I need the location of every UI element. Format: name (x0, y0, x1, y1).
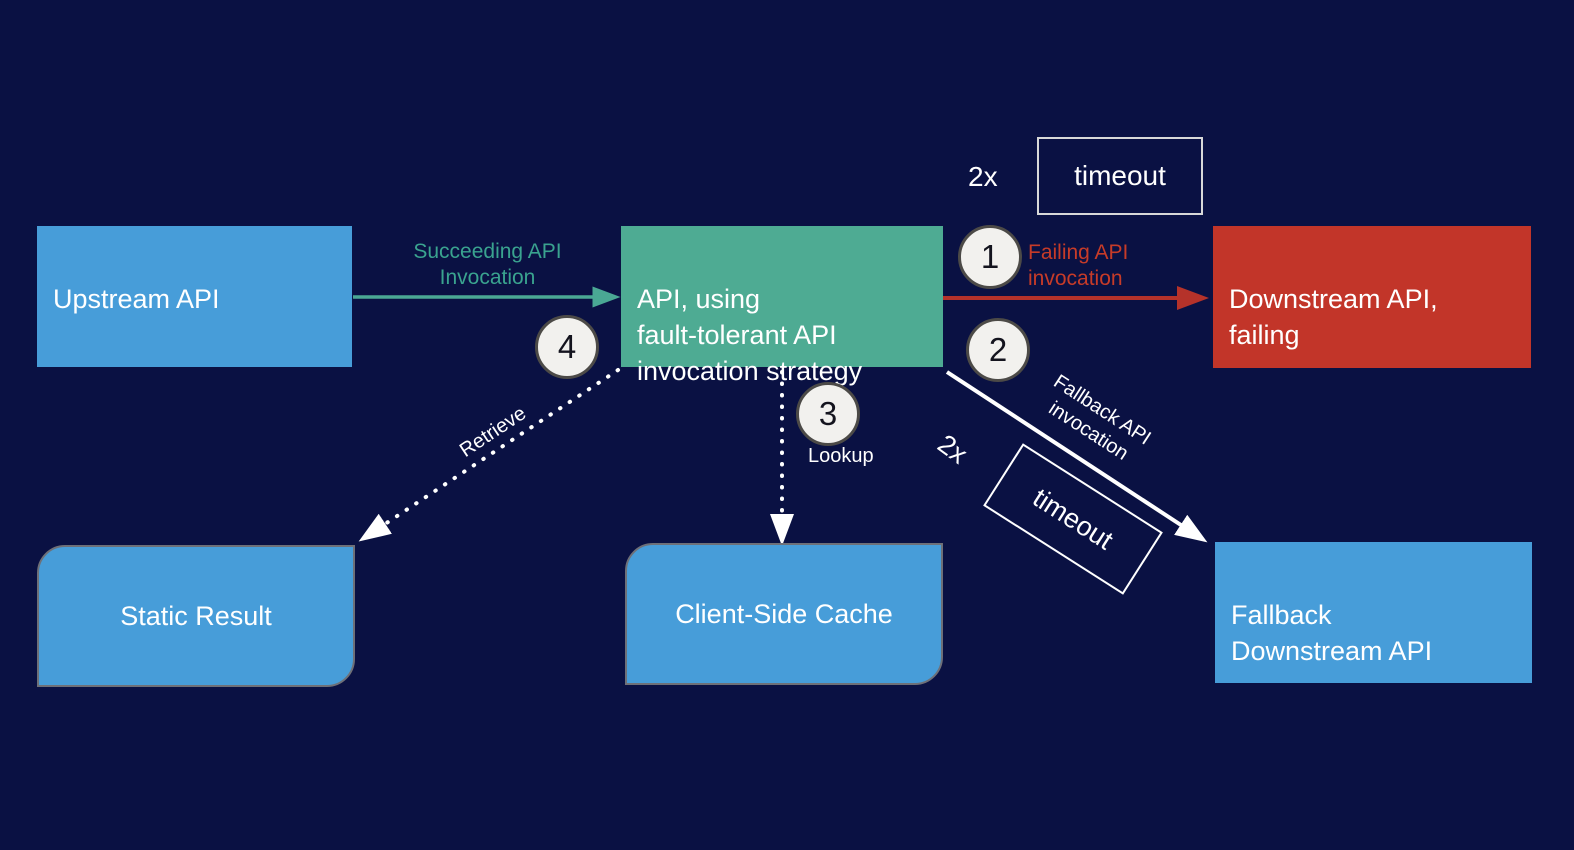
label-lookup: Lookup (808, 445, 874, 467)
node-fallback-downstream-api-label: Fallback Downstream API (1231, 600, 1433, 666)
timeout-multiplier-top: 2x (968, 161, 998, 192)
node-upstream-api-label: Upstream API (53, 284, 220, 314)
node-strategy: API, using fault-tolerant API invocation… (621, 226, 943, 386)
node-downstream-api-failing: Downstream API, failing (1213, 226, 1531, 368)
step-badge-2: 2 (966, 318, 1030, 382)
arrow-fallback-invocation (945, 370, 1208, 543)
label-succeeding-invocation: Succeeding API Invocation (413, 240, 562, 289)
node-fallback-downstream-api: Fallback Downstream API (1215, 542, 1532, 683)
arrow-retrieve-dotted (358, 368, 620, 542)
node-upstream-api: Upstream API (37, 226, 352, 367)
label-failing-invocation: Failing API invocation (1028, 241, 1129, 290)
node-client-side-cache: Client-Side Cache (625, 543, 943, 685)
timeout-box-top-label: timeout (1074, 160, 1166, 191)
step-badge-3-number: 3 (818, 395, 838, 432)
node-client-side-cache-label: Client-Side Cache (675, 599, 893, 629)
step-badge-1: 1 (958, 225, 1022, 289)
step-badge-4-number: 4 (557, 328, 577, 365)
timeout-box-top: timeout (1037, 137, 1203, 215)
step-badge-3: 3 (796, 382, 860, 446)
step-badge-1-number: 1 (980, 238, 1000, 275)
node-downstream-api-failing-label: Downstream API, failing (1229, 284, 1438, 350)
step-badge-4: 4 (535, 315, 599, 379)
step-badge-2-number: 2 (988, 331, 1008, 368)
node-strategy-label: API, using fault-tolerant API invocation… (637, 284, 863, 386)
node-static-result-label: Static Result (120, 601, 272, 631)
node-static-result: Static Result (37, 545, 355, 687)
